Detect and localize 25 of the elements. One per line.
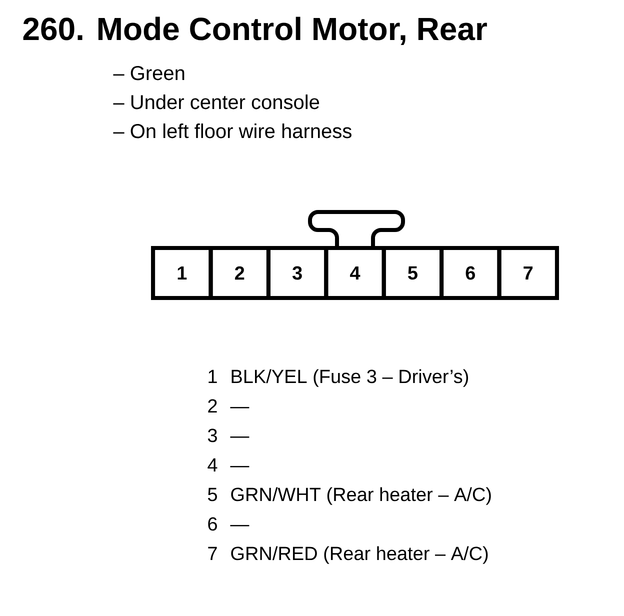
pin-number: 4 xyxy=(208,458,218,472)
wire-description: GRN/WHT (Rear heater – A/C) xyxy=(231,487,491,505)
note: – Under center console xyxy=(113,94,320,110)
pin-cell: 3 xyxy=(266,246,328,300)
pin-cell: 1 xyxy=(151,246,213,300)
title: 260. Mode Control Motor, Rear xyxy=(23,16,487,45)
pin-number: 6 xyxy=(208,517,217,531)
pin-cell: 7 xyxy=(497,246,559,300)
pin-cell: 2 xyxy=(208,246,270,300)
pin-number: 5 xyxy=(208,488,217,502)
pin-cell: 5 xyxy=(382,246,444,300)
pin-number: 2 xyxy=(208,399,217,412)
pin-number: 1 xyxy=(208,370,217,383)
pin-cell: 4 xyxy=(324,246,386,300)
wire-description: — xyxy=(230,525,250,526)
wire-description: — xyxy=(230,407,250,408)
wire-description: BLK/YEL (Fuse 3 – Driver’s) xyxy=(232,369,468,387)
pin-cell: 6 xyxy=(440,246,502,300)
wire-description: — xyxy=(230,466,250,468)
wire-description: — xyxy=(230,436,250,438)
wire-description: GRN/RED (Rear heater – A/C) xyxy=(231,546,488,564)
note: – On left floor wire harness xyxy=(113,124,352,138)
pin-number: 7 xyxy=(208,546,217,560)
pin-number: 3 xyxy=(208,428,217,442)
note: – Green xyxy=(113,66,184,80)
